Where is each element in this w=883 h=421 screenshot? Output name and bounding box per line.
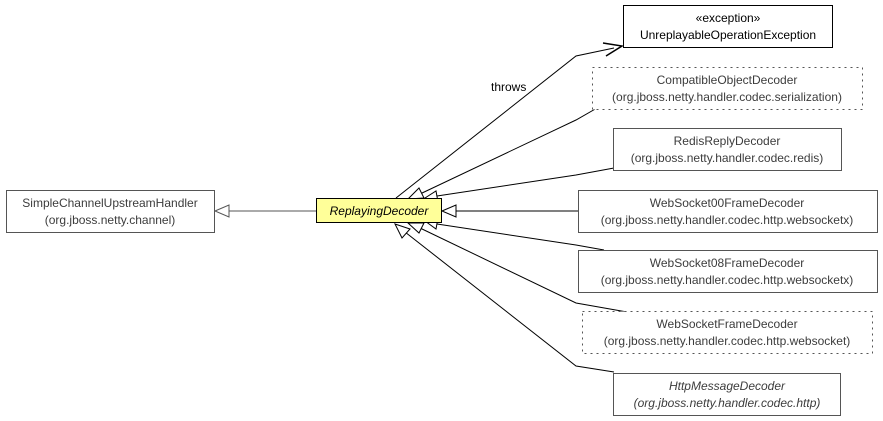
class-unreplayable-operation-exception[interactable]: «exception» UnreplayableOperationExcepti… (623, 5, 833, 48)
class-redis-reply-decoder[interactable]: RedisReplyDecoder (org.jboss.netty.handl… (613, 128, 842, 171)
class-name: RedisReplyDecoder (674, 134, 781, 148)
class-name: SimpleChannelUpstreamHandler (22, 196, 197, 210)
edge-http-message-decoder (394, 223, 615, 373)
package-name: (org.jboss.netty.handler.codec.serializa… (612, 90, 842, 104)
edge-websocket00-frame-decoder (440, 204, 579, 218)
class-name: ReplayingDecoder (330, 204, 430, 218)
edge-extends-simple-channel-upstream-handler (213, 204, 316, 218)
throws-label: throws (491, 80, 526, 94)
package-name: (org.jboss.netty.handler.codec.http.webs… (601, 213, 854, 227)
class-simple-channel-upstream-handler[interactable]: SimpleChannelUpstreamHandler (org.jboss.… (6, 190, 215, 233)
class-name: CompatibleObjectDecoder (657, 73, 798, 87)
edge-compatible-object-decoder (406, 103, 605, 200)
class-name: WebSocket08FrameDecoder (650, 256, 805, 270)
class-name: WebSocket00FrameDecoder (650, 196, 805, 210)
class-websocket08-frame-decoder[interactable]: WebSocket08FrameDecoder (org.jboss.netty… (578, 250, 878, 293)
edge-websocket08-frame-decoder (423, 217, 605, 251)
package-name: (org.jboss.netty.handler.codec.http.webs… (604, 334, 851, 348)
package-name: (org.jboss.netty.handler.codec.http.webs… (601, 273, 854, 287)
stereotype-label: «exception» (696, 11, 761, 25)
class-websocket-frame-decoder[interactable]: WebSocketFrameDecoder (org.jboss.netty.h… (582, 311, 873, 354)
class-http-message-decoder[interactable]: HttpMessageDecoder (org.jboss.netty.hand… (613, 373, 841, 416)
class-name: HttpMessageDecoder (669, 379, 786, 393)
package-name: (org.jboss.netty.handler.codec.http) (634, 396, 821, 410)
edge-throws-unreplayable-operation-exception: throws (395, 42, 625, 199)
package-name: (org.jboss.netty.handler.codec.redis) (631, 151, 824, 165)
class-websocket00-frame-decoder[interactable]: WebSocket00FrameDecoder (org.jboss.netty… (578, 190, 878, 233)
class-name: UnreplayableOperationException (640, 28, 816, 42)
class-name: WebSocketFrameDecoder (656, 317, 797, 331)
package-name: (org.jboss.netty.channel) (45, 213, 176, 227)
class-compatible-object-decoder[interactable]: CompatibleObjectDecoder (org.jboss.netty… (592, 67, 863, 110)
class-replaying-decoder[interactable]: ReplayingDecoder (316, 198, 442, 223)
